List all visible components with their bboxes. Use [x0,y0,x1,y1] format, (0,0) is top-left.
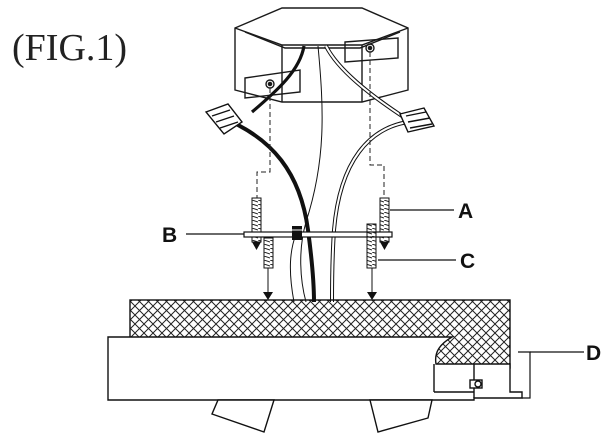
mounting-screw-left [251,197,262,250]
callout-d: D [586,342,601,365]
callout-leaders [186,209,584,353]
fixture-screw-right [366,223,377,300]
lamp-heads [211,399,433,433]
mounting-screw-right [379,197,390,250]
fixture-housing [107,336,523,401]
figure-title: (FIG.1) [12,27,127,69]
callout-b: B [162,224,177,247]
wire-nut-left [204,103,244,135]
junction-box [234,7,409,103]
fixture-screw-left [263,237,274,300]
callout-c: C [460,250,475,273]
wire-nut-right [399,107,436,133]
callout-a: A [458,200,473,223]
bracket [518,351,531,399]
